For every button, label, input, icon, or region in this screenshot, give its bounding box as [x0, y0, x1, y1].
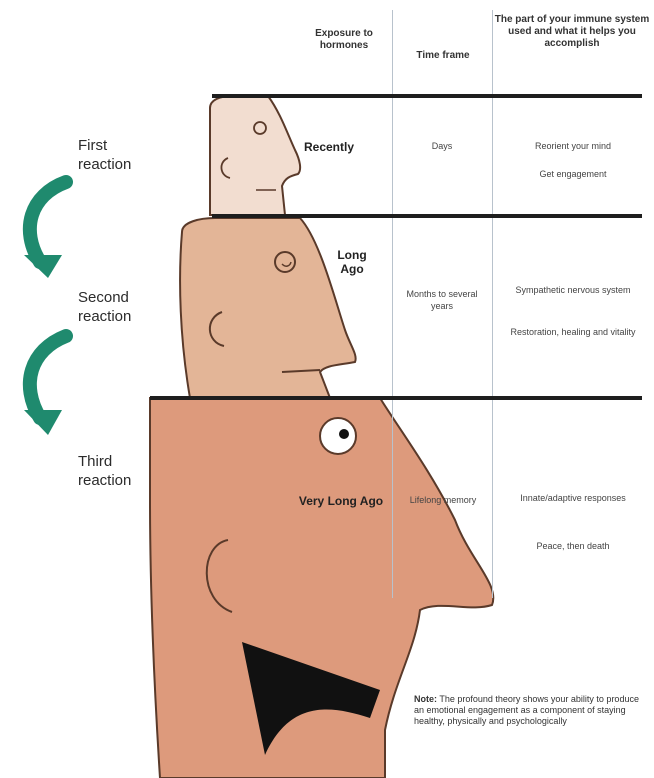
reaction-label-third: Third reaction: [78, 452, 150, 490]
row2-time: Months to several years: [400, 288, 484, 312]
column-divider-2: [492, 10, 493, 598]
header-time-frame: Time frame: [398, 50, 488, 62]
row3-time: Lifelong memory: [396, 494, 490, 506]
row2-effect-1: Sympathetic nervous system: [498, 284, 648, 296]
row3-effect-2: Peace, then death: [498, 540, 648, 552]
row2-effect-2: Restoration, healing and vitality: [498, 326, 648, 338]
reaction-label-second: Second reaction: [78, 288, 150, 326]
row3-face-label: Very Long Ago: [296, 494, 386, 508]
column-divider-1: [392, 10, 393, 598]
curved-arrow-1: [24, 182, 66, 278]
footnote-label: Note:: [414, 694, 437, 704]
row1-face-label: Recently: [300, 140, 358, 154]
row2-face-label: Long Ago: [330, 248, 374, 276]
row-divider-2: [212, 214, 642, 218]
row1-time: Days: [400, 140, 484, 152]
small-head: [210, 96, 300, 215]
row3-effect-1: Innate/adaptive responses: [498, 492, 648, 504]
large-head-eye: [320, 418, 356, 454]
footnote: Note: The profound theory shows your abi…: [414, 694, 650, 727]
header-exposure: Exposure to hormones: [298, 28, 390, 52]
header-immune-system: The part of your immune system used and …: [494, 14, 650, 50]
row1-effect-2: Get engagement: [498, 168, 648, 180]
row-divider-3: [150, 396, 642, 400]
row1-effect-1: Reorient your mind: [498, 140, 648, 152]
row-divider-1: [212, 94, 642, 98]
footnote-text: The profound theory shows your ability t…: [414, 694, 639, 726]
curved-arrow-2: [24, 336, 66, 435]
reaction-label-first: First reaction: [78, 136, 150, 174]
medium-head: [180, 218, 356, 398]
